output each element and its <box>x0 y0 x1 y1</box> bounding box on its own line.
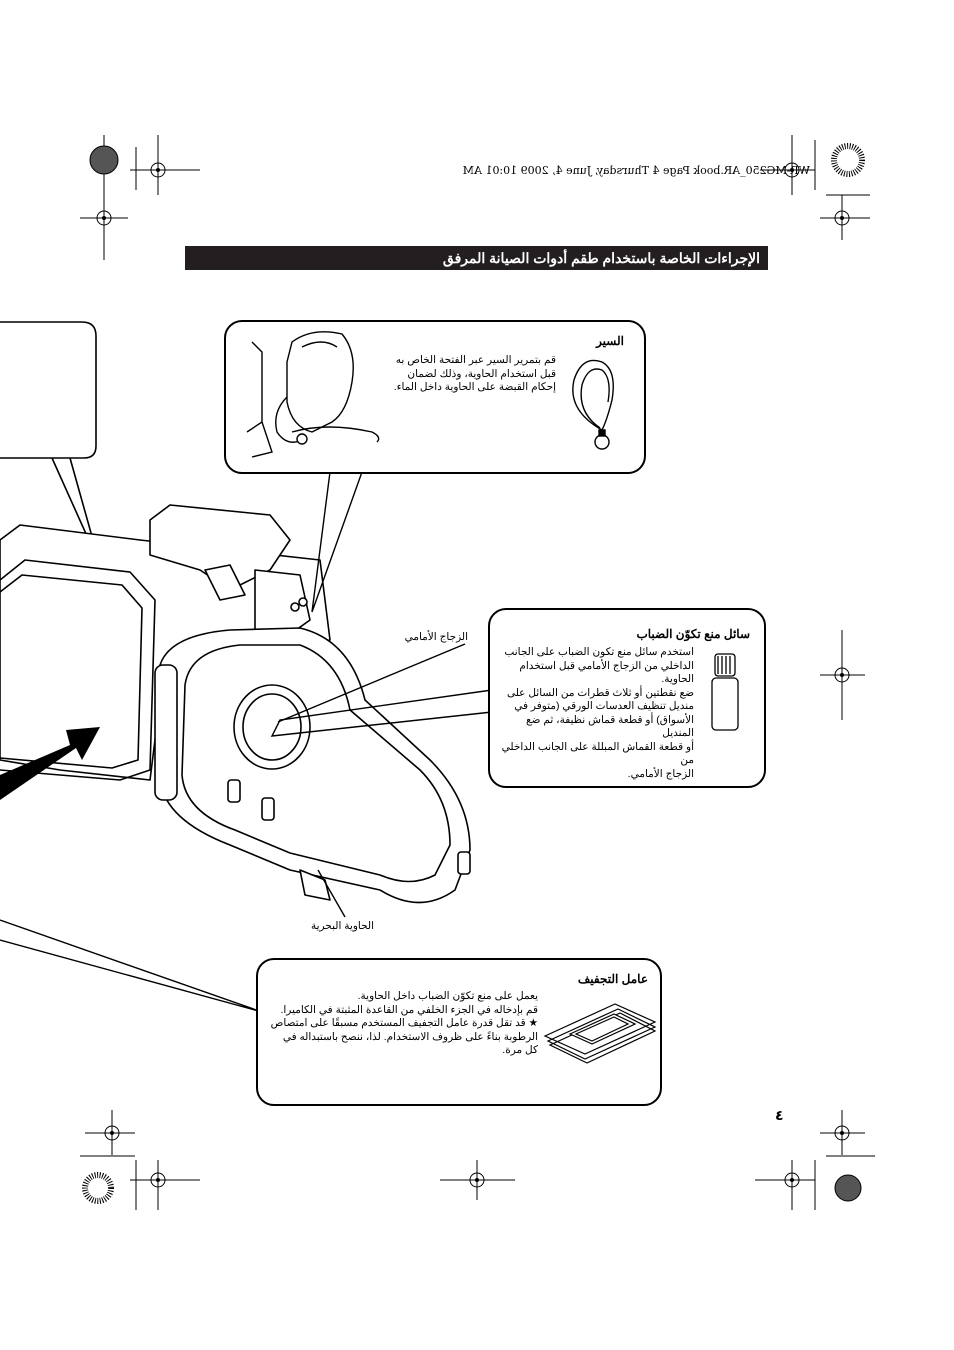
strap-heading: السير <box>596 334 624 348</box>
antifog-line: ضع نقطتين أو ثلاث قطرات من السائل على <box>506 686 694 699</box>
antifog-line: الحاوية. <box>661 673 694 685</box>
antifog-bottle-icon <box>711 653 739 731</box>
front-glass-label: الزجاج الأمامي <box>404 631 468 643</box>
strap-text: قم بتمرير السير عبر الفتحة الخاص به قبل … <box>380 354 556 395</box>
desiccant-text: يعمل على منع تكوّن الضباب داخل الحاوية. … <box>268 990 538 1058</box>
desiccant-packet-icon <box>543 1003 657 1064</box>
section-title: الإجراءات الخاصة باستخدام طقم أدوات الصي… <box>185 246 768 270</box>
desiccant-line: يعمل على منع تكوّن الضباب داخل الحاوية. <box>357 990 538 1002</box>
marine-case-label: الحاوية البحرية <box>310 920 374 932</box>
strap-line: قم بتمرير السير عبر الفتحة الخاص به <box>395 354 556 366</box>
page-number: ٤ <box>775 1108 784 1124</box>
antifog-line: الأسواق) أو قطعة قماش نظيفة، ثم ضع المند… <box>525 713 694 740</box>
antifog-line: أو قطعة القماش المبللة على الجانب الداخل… <box>501 740 694 767</box>
desiccant-line: قم بإدخاله في الجزء الخلفي من القاعدة ال… <box>280 1003 538 1016</box>
strap-line: قبل استخدام الحاوية، وذلك لضمان <box>407 367 556 380</box>
antifog-line: منديل تنظيف العدسات الورقي (متوفر في <box>514 700 694 712</box>
antifog-line: استخدم سائل منع تكون الضباب على الجانب <box>504 646 694 658</box>
strap-icon <box>572 359 614 450</box>
desiccant-line: الرطوبة بناءً على ظروف الاستخدام. لذا، ن… <box>282 1030 538 1043</box>
desiccant-line: كل مرة. <box>502 1044 538 1056</box>
strap-line: إحكام القبضة على الحاوية داخل الماء. <box>393 381 556 393</box>
strap-usage-illustration <box>246 331 380 458</box>
antifog-text: استخدم سائل منع تكون الضباب على الجانب ا… <box>500 646 694 781</box>
desiccant-line: ★ قد تقل قدرة عامل التجفيف المستخدم مسبق… <box>270 1017 538 1029</box>
antifog-line: الزجاج الأمامي. <box>627 767 694 780</box>
antifog-line: الداخلي من الزجاج الأمامي قبل استخدام <box>519 659 694 672</box>
desiccant-heading: عامل التجفيف <box>577 972 648 986</box>
antifog-heading: سائل منع تكوّن الضباب <box>636 627 750 641</box>
